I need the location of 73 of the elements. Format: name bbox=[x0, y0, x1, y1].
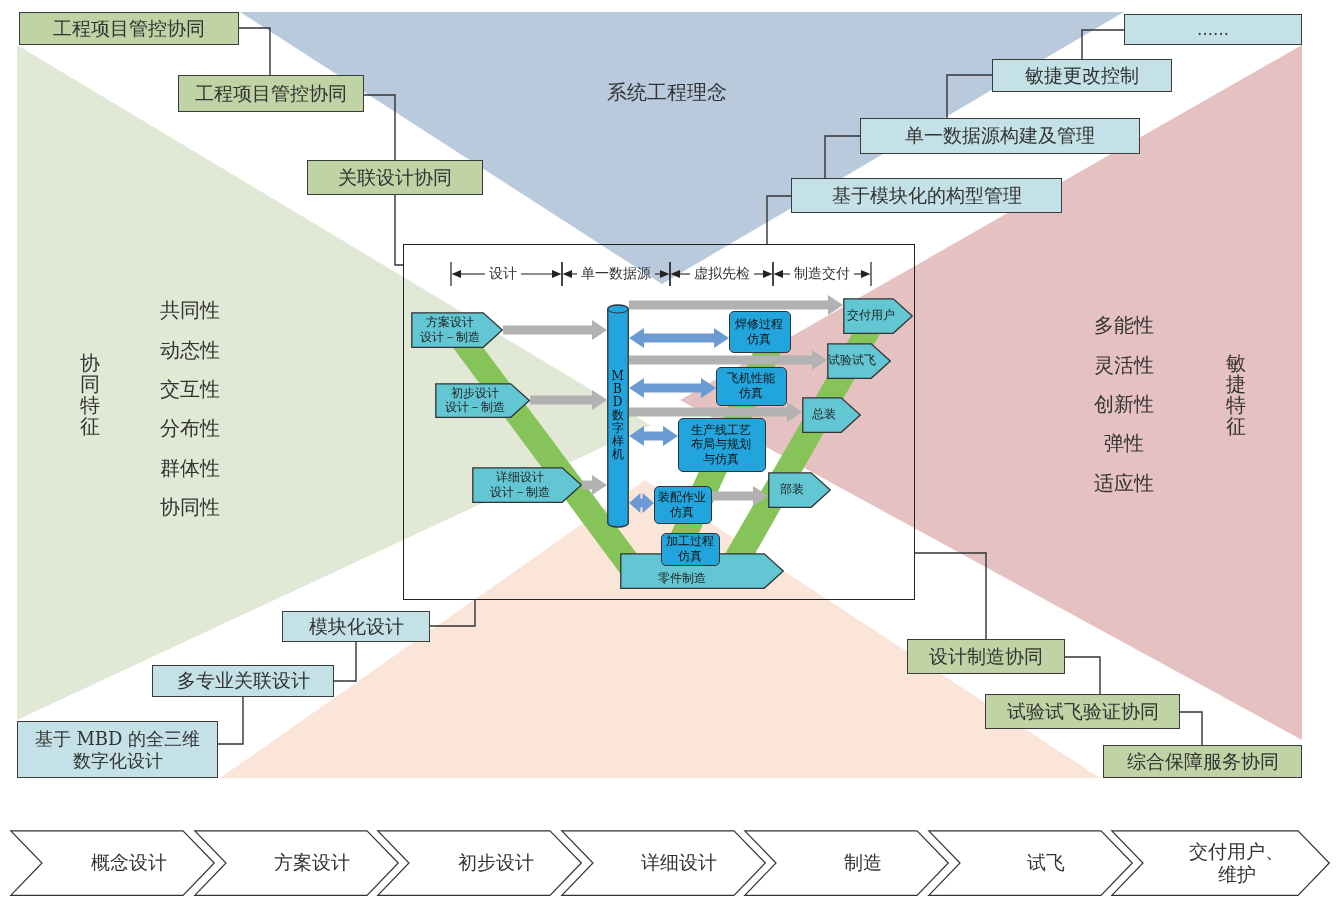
arrow bbox=[629, 295, 843, 315]
feature-label: 创新性 bbox=[1094, 390, 1154, 418]
arrow bbox=[530, 390, 607, 410]
arrow bbox=[712, 486, 768, 506]
feature-label: 多能性 bbox=[1094, 311, 1154, 339]
feature-label: 分布性 bbox=[160, 414, 220, 442]
connector-line bbox=[946, 74, 993, 119]
phase-label: 虚拟先检 bbox=[694, 265, 750, 283]
process-box: 设计制造协同 bbox=[907, 639, 1065, 674]
process-box: 敏捷更改控制 bbox=[992, 59, 1172, 92]
database-cylinder: MBD 数字样机 bbox=[606, 304, 629, 527]
stage-pentagon: 初步设计 设计－制造 bbox=[434, 382, 530, 418]
phase-label: 单一数据源 bbox=[581, 265, 651, 283]
double-arrow bbox=[629, 328, 729, 348]
connector-line bbox=[429, 599, 476, 627]
stage-pentagon: 方案设计 设计－制造 bbox=[410, 311, 503, 348]
process-box: 工程项目管控协同 bbox=[178, 75, 364, 112]
feature-label: 群体性 bbox=[160, 454, 220, 482]
process-box: 基于 MBD 的全三维数字化设计 bbox=[17, 721, 218, 778]
simulation-box: 加工过程仿真 bbox=[660, 532, 720, 566]
feature-label: 共同性 bbox=[160, 296, 220, 324]
arrow bbox=[629, 402, 802, 422]
arrow bbox=[503, 320, 607, 340]
process-box: 综合保障服务协同 bbox=[1103, 745, 1302, 778]
double-arrow bbox=[629, 493, 654, 513]
process-box: 关联设计协同 bbox=[307, 160, 483, 195]
feature-label: 适应性 bbox=[1094, 469, 1154, 497]
connector-line bbox=[1064, 656, 1101, 695]
simulation-box: 生产线工艺布局与规划与仿真 bbox=[677, 417, 766, 472]
connector-line bbox=[394, 194, 404, 266]
phase-label: 设计 bbox=[489, 265, 517, 283]
feature-label: 动态性 bbox=[160, 336, 220, 364]
phase-step: 概念设计 bbox=[10, 830, 215, 896]
simulation-box: 焊修过程仿真 bbox=[728, 310, 791, 353]
feature-label: 协同性 bbox=[160, 493, 220, 521]
phase-step: 方案设计 bbox=[193, 830, 399, 896]
feature-label: 弹性 bbox=[1104, 429, 1144, 457]
process-box: 模块化设计 bbox=[282, 611, 430, 642]
vertical-heading: 敏捷特征 bbox=[1226, 353, 1246, 437]
connector-line bbox=[1081, 29, 1125, 60]
connector-line bbox=[824, 135, 861, 179]
feature-label: 交互性 bbox=[160, 375, 220, 403]
arrow bbox=[582, 475, 607, 495]
process-box: 工程项目管控协同 bbox=[19, 12, 239, 45]
double-arrow bbox=[629, 426, 678, 446]
process-box: …… bbox=[1124, 14, 1302, 45]
connector-line bbox=[914, 552, 987, 640]
simulation-box: 飞机性能仿真 bbox=[715, 366, 787, 406]
phase-step: 交付用户、维护 bbox=[1111, 830, 1330, 896]
phase-label: 制造交付 bbox=[794, 265, 850, 283]
process-box: 基于模块化的构型管理 bbox=[791, 178, 1062, 213]
connector-line bbox=[1179, 711, 1203, 746]
feature-label: 灵活性 bbox=[1094, 351, 1154, 379]
stage-pentagon: 详细设计 设计－制造 bbox=[471, 466, 582, 503]
double-arrow bbox=[629, 378, 716, 398]
connector-line bbox=[333, 641, 357, 682]
process-box: 试验试飞验证协同 bbox=[985, 694, 1180, 729]
phase-step: 制造 bbox=[744, 830, 949, 896]
simulation-box: 装配作业仿真 bbox=[653, 485, 712, 524]
connector-line bbox=[363, 94, 396, 161]
frame-box bbox=[403, 244, 915, 600]
phase-step: 初步设计 bbox=[377, 830, 582, 896]
process-box: 单一数据源构建及管理 bbox=[860, 118, 1140, 154]
section-heading: 系统工程理念 bbox=[607, 78, 727, 106]
vertical-heading: 协同特征 bbox=[80, 353, 100, 437]
process-box: 多专业关联设计 bbox=[152, 665, 334, 697]
connector-line bbox=[238, 27, 271, 76]
connector-line bbox=[217, 696, 244, 745]
phase-step: 试飞 bbox=[927, 830, 1133, 896]
stage-pentagon: 部装 bbox=[767, 471, 831, 508]
connector-line bbox=[766, 195, 792, 245]
phase-step: 详细设计 bbox=[560, 830, 766, 896]
arrow bbox=[629, 350, 827, 370]
